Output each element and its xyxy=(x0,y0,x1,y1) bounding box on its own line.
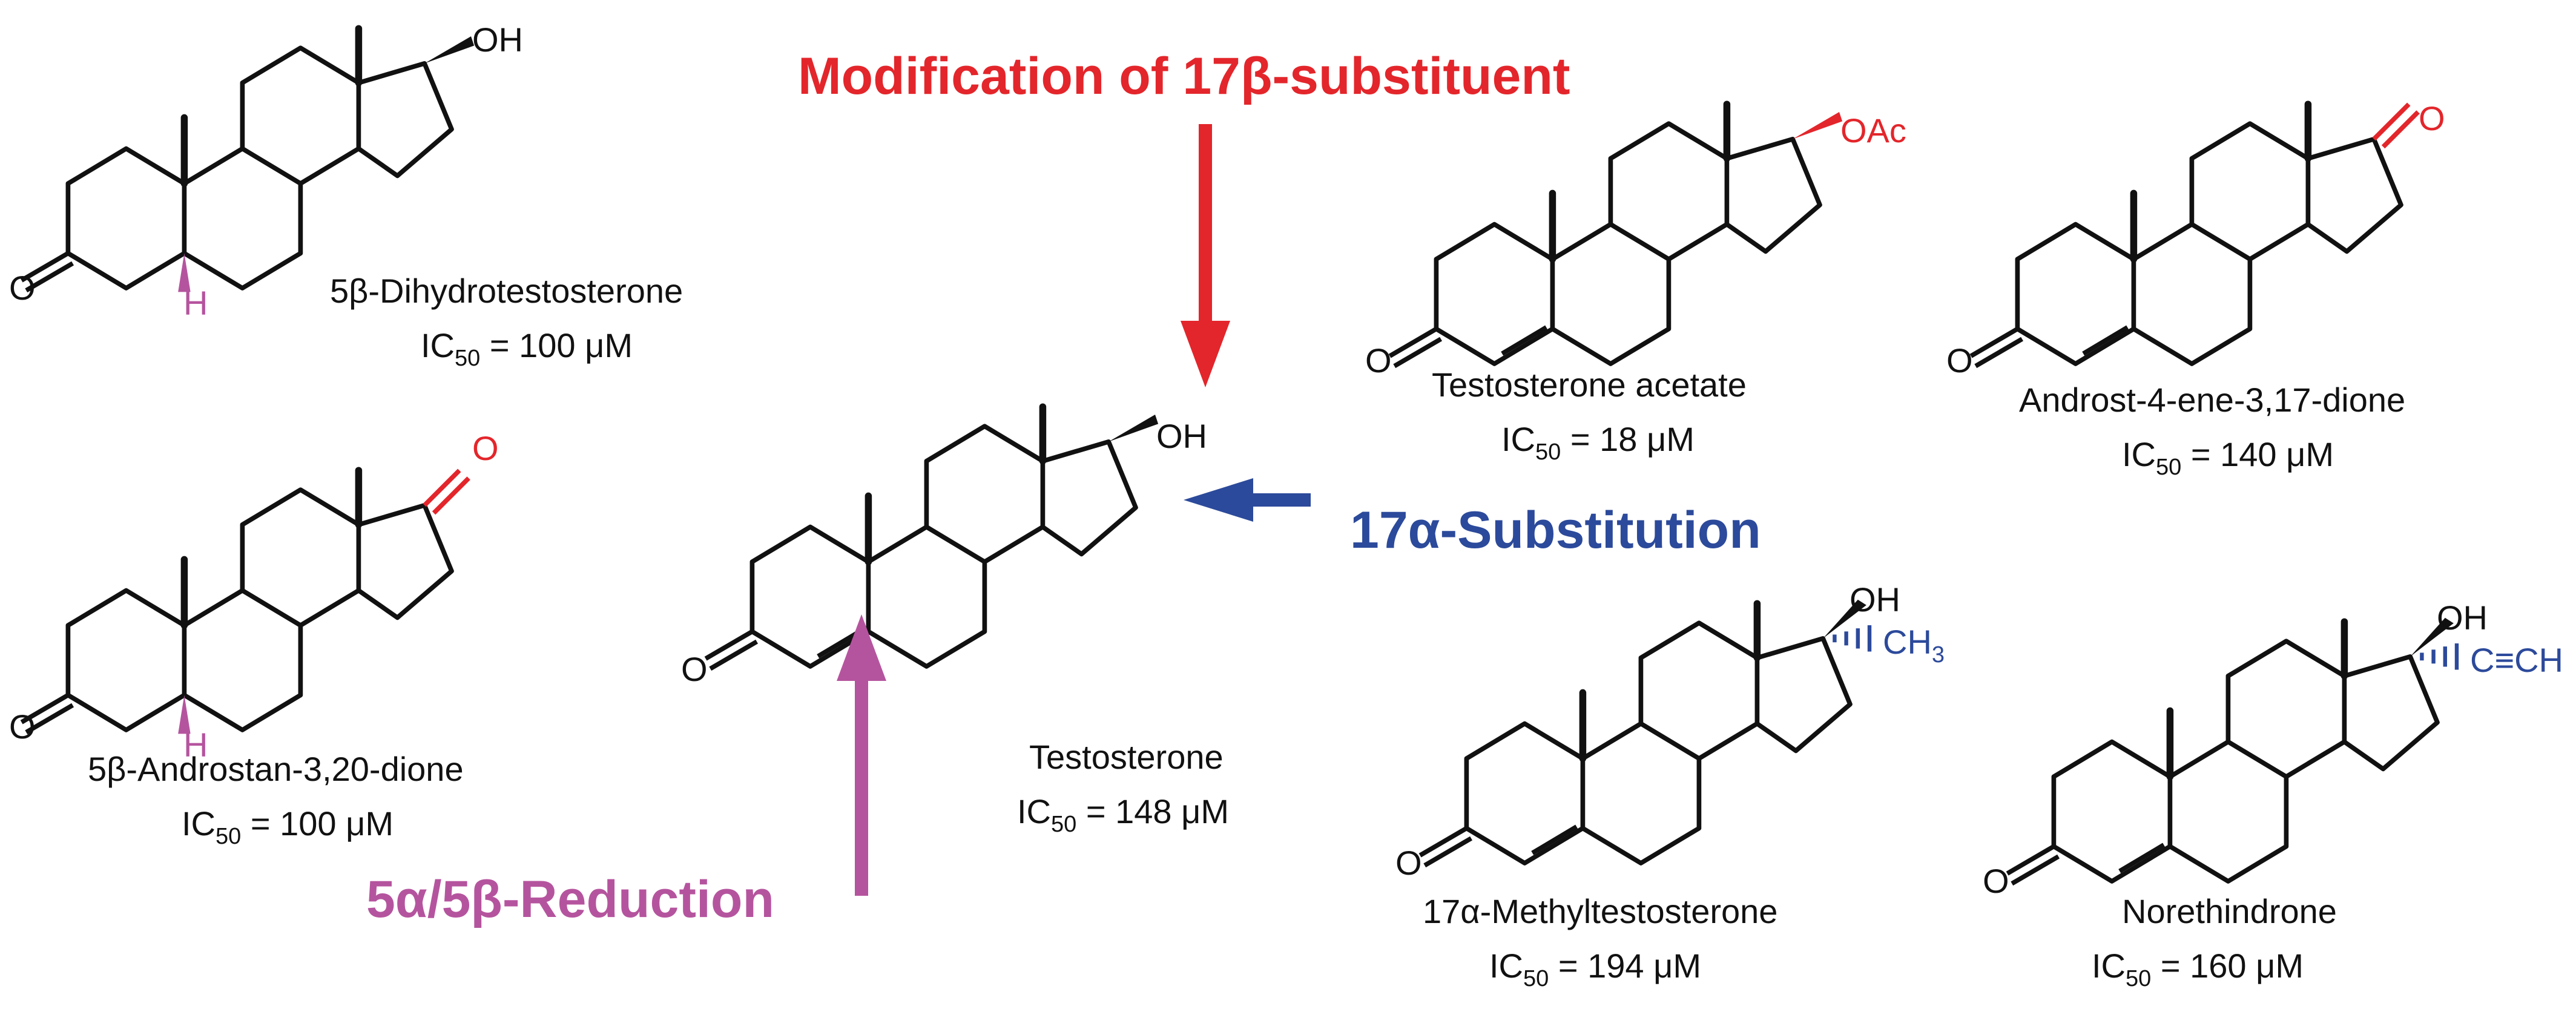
compound-name: 5β-Dihydrotestosterone xyxy=(330,272,683,310)
h-label: H xyxy=(183,726,208,764)
oh-label: OH xyxy=(1850,580,1900,619)
ic50-value: IC50 = 140 μM xyxy=(2122,435,2334,480)
compound-name: Norethindrone xyxy=(2122,892,2337,930)
structure-5b-androstan-dione xyxy=(20,470,470,735)
compound-name: 5β-Androstan-3,20-dione xyxy=(88,750,464,788)
ic50-value: IC50 = 18 μM xyxy=(1501,420,1695,465)
modification-arrow xyxy=(1181,124,1230,387)
o-label: O xyxy=(472,429,499,467)
o-label: O xyxy=(681,650,708,688)
structure-norethindrone xyxy=(2006,617,2459,886)
substitution-heading: 17α-Substitution xyxy=(1350,501,1761,559)
structure-methyltestosterone xyxy=(1418,599,1872,868)
o-label: O xyxy=(1983,862,2009,900)
structure-testosterone-acetate xyxy=(1388,104,1843,369)
ch3-label: CH3 xyxy=(1883,623,1945,668)
reduction-heading: 5α/5β-Reduction xyxy=(366,870,774,928)
o-label: O xyxy=(1395,844,1422,882)
structure-androstenedione xyxy=(1969,104,2420,369)
oh-label: OH xyxy=(1156,417,1207,455)
oh-label: OH xyxy=(2437,599,2488,637)
ic50-value: IC50 = 160 μM xyxy=(2092,947,2304,991)
o-label: O xyxy=(1946,341,1973,380)
o-label: O xyxy=(2419,99,2445,137)
reduction-arrow xyxy=(837,614,886,896)
oh-label: OH xyxy=(472,21,523,59)
oac-label: OAc xyxy=(1840,111,1906,150)
structure-testosterone xyxy=(704,407,1159,671)
o-label: O xyxy=(9,269,36,307)
ic50-value: IC50 = 100 μM xyxy=(182,804,394,849)
compound-name: Testosterone xyxy=(1029,738,1224,776)
ic50-value: IC50 = 148 μM xyxy=(1017,792,1229,837)
compound-name: Testosterone acetate xyxy=(1432,366,1747,404)
compound-name: Androst-4-ene-3,17-dione xyxy=(2019,381,2405,419)
o-label: O xyxy=(1365,341,1392,380)
compound-name: 17α-Methyltestosterone xyxy=(1423,892,1777,930)
ic50-value: IC50 = 194 μM xyxy=(1489,947,1701,991)
modification-heading: Modification of 17β-substituent xyxy=(798,47,1570,105)
ethynyl-label: C≡CH xyxy=(2470,641,2563,679)
h-label: H xyxy=(183,284,208,322)
substitution-arrow xyxy=(1184,478,1311,522)
ic50-value: IC50 = 100 μM xyxy=(421,326,633,371)
o-label: O xyxy=(9,708,36,746)
structure-5b-dihydrotestosterone xyxy=(20,28,475,293)
